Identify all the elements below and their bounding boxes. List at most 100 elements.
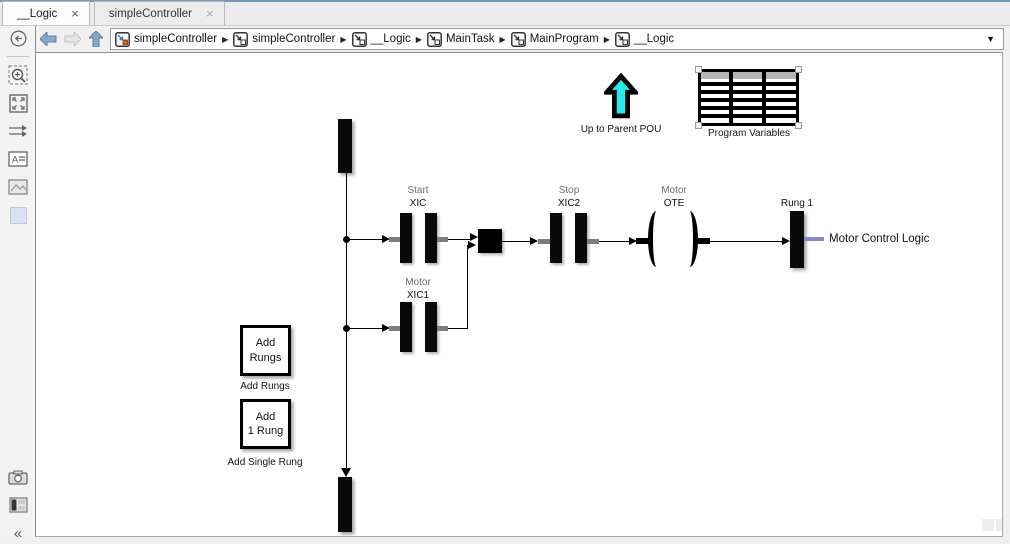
image-button[interactable] bbox=[8, 177, 28, 197]
breadcrumb-item-5[interactable]: __Logic bbox=[614, 31, 675, 47]
breadcrumb-label: simpleController bbox=[134, 33, 218, 45]
panel-layout-button[interactable] bbox=[8, 495, 28, 515]
xic-contact-bar[interactable] bbox=[400, 302, 412, 352]
up-arrow-block-icon bbox=[604, 73, 638, 119]
route-signals-button[interactable] bbox=[8, 121, 28, 141]
navigation-bar: simpleController ▶ simpleController ▶ __… bbox=[36, 26, 1010, 52]
add-rungs-label: Add Rungs bbox=[240, 381, 290, 392]
start-contact-var-label: Start bbox=[407, 185, 429, 196]
motor-coil-var-label: Motor bbox=[661, 185, 687, 196]
breadcrumb-item-0[interactable]: simpleController bbox=[115, 31, 218, 47]
tab-logic[interactable]: __Logic × bbox=[2, 1, 90, 25]
model-icon bbox=[115, 31, 130, 47]
area-button[interactable] bbox=[8, 205, 28, 225]
xic-contact-bar[interactable] bbox=[425, 302, 437, 352]
area-icon bbox=[9, 206, 27, 224]
back-arrow-icon bbox=[39, 32, 56, 46]
breadcrumb-item-3[interactable]: MainTask bbox=[427, 31, 495, 47]
camera-icon bbox=[8, 470, 28, 485]
canvas-corner-badges bbox=[982, 519, 1002, 531]
subsystem-icon bbox=[233, 31, 249, 47]
power-rail-top[interactable] bbox=[338, 119, 352, 173]
screenshot-button[interactable] bbox=[8, 467, 28, 487]
down-arrowhead bbox=[341, 468, 351, 477]
left-palette-toolbar: A « bbox=[0, 26, 36, 542]
contact-port-stub bbox=[389, 326, 400, 331]
close-icon[interactable]: × bbox=[205, 6, 214, 21]
breadcrumb[interactable]: simpleController ▶ simpleController ▶ __… bbox=[110, 28, 1004, 50]
wire[interactable] bbox=[710, 241, 784, 242]
xic-contact-bar[interactable] bbox=[550, 213, 562, 263]
up-to-parent-pou-block[interactable] bbox=[604, 73, 638, 119]
up-to-parent-button[interactable] bbox=[84, 29, 108, 49]
table-row bbox=[701, 90, 796, 94]
add-single-rung-text-line1: Add bbox=[255, 410, 276, 423]
coil-port-stub bbox=[636, 238, 650, 244]
table-row bbox=[701, 114, 796, 118]
selection-handle[interactable] bbox=[795, 122, 802, 129]
subsystem-icon bbox=[510, 31, 526, 47]
contact-port-stub bbox=[587, 239, 599, 244]
contact-port-stub bbox=[389, 237, 400, 242]
arrowhead bbox=[782, 237, 790, 245]
riser-wire[interactable] bbox=[467, 245, 468, 329]
annotation-button[interactable]: A bbox=[8, 149, 28, 169]
wire[interactable] bbox=[502, 241, 532, 242]
wire[interactable] bbox=[599, 241, 631, 242]
start-contact-type-label: XIC bbox=[409, 198, 427, 209]
arrowhead bbox=[468, 241, 476, 249]
add-rungs-block[interactable]: Add Rungs bbox=[240, 325, 291, 376]
junction-block[interactable] bbox=[478, 229, 502, 253]
forward-button[interactable] bbox=[60, 29, 84, 49]
power-rail-bottom[interactable] bbox=[338, 477, 352, 532]
subsystem-icon bbox=[427, 31, 442, 47]
hide-browser-button[interactable] bbox=[8, 28, 28, 48]
add-single-rung-block[interactable]: Add 1 Rung bbox=[240, 399, 291, 449]
coil-left-paren[interactable] bbox=[648, 211, 665, 267]
image-icon bbox=[8, 179, 28, 195]
arrowhead bbox=[382, 324, 390, 332]
signal-arrows-icon bbox=[9, 125, 27, 137]
breadcrumb-item-1[interactable]: simpleController bbox=[233, 31, 335, 47]
back-button[interactable] bbox=[36, 29, 60, 49]
xic-contact-bar[interactable] bbox=[400, 213, 412, 263]
stop-contact-var-label: Stop bbox=[558, 185, 580, 196]
breadcrumb-label: MainTask bbox=[445, 33, 495, 45]
rung-terminal-bar[interactable] bbox=[790, 211, 804, 268]
coil-right-paren[interactable] bbox=[681, 211, 698, 267]
breadcrumb-dropdown-icon[interactable]: ▼ bbox=[986, 34, 995, 44]
selection-handle[interactable] bbox=[695, 122, 702, 129]
breadcrumb-item-4[interactable]: MainProgram bbox=[510, 31, 599, 47]
collapse-chevrons-icon: « bbox=[13, 524, 23, 542]
close-icon[interactable]: × bbox=[71, 6, 79, 21]
arrowhead bbox=[629, 237, 637, 245]
rung-terminal-label: Rung 1 bbox=[780, 198, 814, 209]
program-variables-block[interactable] bbox=[695, 66, 802, 129]
add-rungs-text-line2: Rungs bbox=[249, 351, 282, 364]
collapse-button[interactable]: « bbox=[8, 523, 28, 543]
document-tab-bar: __Logic × simpleController × bbox=[0, 1, 1010, 26]
ladder-diagram-canvas[interactable]: Up to Parent POU Program Variables Start… bbox=[36, 52, 1003, 537]
table-row bbox=[701, 106, 796, 110]
stop-contact-type-label: XIC2 bbox=[557, 198, 581, 209]
selection-handle[interactable] bbox=[795, 66, 802, 73]
rung-annotation: Motor Control Logic bbox=[829, 233, 930, 245]
trunk-wire[interactable] bbox=[346, 173, 347, 469]
wire[interactable] bbox=[448, 328, 468, 329]
tab-simplecontroller[interactable]: simpleController × bbox=[93, 1, 225, 25]
wire[interactable] bbox=[346, 239, 384, 240]
breadcrumb-item-2[interactable]: __Logic bbox=[351, 31, 411, 47]
zoom-to-region-button[interactable] bbox=[8, 65, 28, 85]
xic-contact-bar[interactable] bbox=[425, 213, 437, 263]
subsystem-icon bbox=[351, 31, 367, 47]
xic-contact-bar[interactable] bbox=[575, 213, 587, 263]
wire[interactable] bbox=[448, 239, 470, 240]
back-circle-icon bbox=[10, 30, 26, 46]
table-row bbox=[701, 82, 796, 86]
fit-to-view-button[interactable] bbox=[8, 93, 28, 113]
wire[interactable] bbox=[346, 328, 384, 329]
breadcrumb-separator-icon: ▶ bbox=[499, 34, 506, 44]
selection-handle[interactable] bbox=[695, 66, 702, 73]
breadcrumb-label: __Logic bbox=[633, 33, 675, 45]
fit-view-icon bbox=[8, 93, 28, 113]
